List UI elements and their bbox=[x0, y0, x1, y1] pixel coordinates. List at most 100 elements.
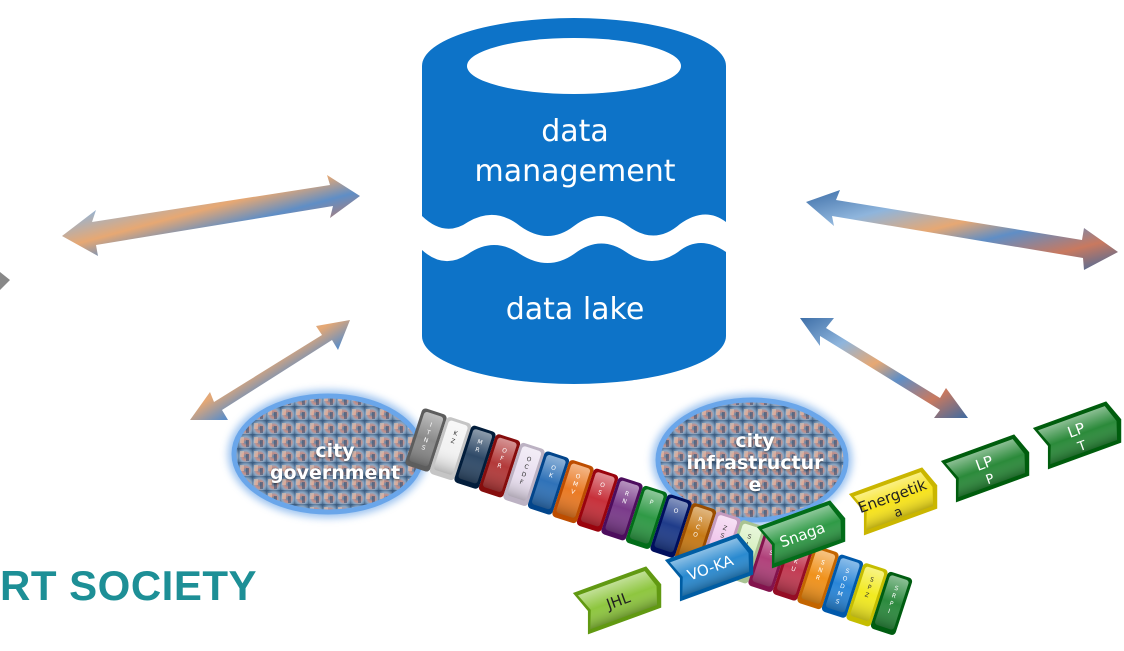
arrow-right-bottom bbox=[800, 318, 968, 418]
keycap-shine bbox=[762, 505, 842, 564]
keycap-letter: Z bbox=[864, 591, 870, 599]
keycap-letter: O bbox=[501, 447, 508, 455]
keycap-letter: U bbox=[790, 565, 796, 573]
keycap-shine bbox=[578, 571, 658, 630]
keycap-letter: V bbox=[570, 488, 577, 496]
city-infrastructure-line2: infrastructur bbox=[686, 452, 824, 474]
keycap-letter: K bbox=[452, 430, 459, 438]
keycap-shine bbox=[556, 463, 591, 518]
keycap-shine bbox=[507, 446, 542, 501]
keycap-shine bbox=[581, 472, 615, 527]
keycap-letter: S bbox=[719, 532, 725, 540]
keycap-letter: K bbox=[793, 558, 800, 566]
keycap-letter: M bbox=[572, 480, 579, 488]
keycap-letter: R bbox=[624, 490, 630, 498]
keycap-letter: N bbox=[423, 436, 429, 444]
keycap-letter: T bbox=[425, 429, 432, 437]
keycap-letter: M bbox=[476, 438, 483, 446]
keycap-shine bbox=[850, 566, 885, 621]
keycap-shine bbox=[826, 558, 860, 613]
keycap-letter: P bbox=[867, 584, 873, 592]
keycap-letter: K bbox=[548, 472, 555, 480]
keycap-letter: R bbox=[697, 516, 703, 524]
keycap-shine bbox=[801, 549, 836, 604]
keycap-9: P bbox=[625, 485, 668, 549]
keycap-shine bbox=[630, 489, 664, 544]
keycap-letter: O bbox=[692, 531, 699, 539]
keycap-letter: Z bbox=[722, 524, 728, 532]
keycap-shine bbox=[875, 575, 909, 630]
keycap-letter: S bbox=[820, 559, 826, 567]
keycap-11: RCO bbox=[674, 503, 717, 567]
city-infrastructure-line1: city bbox=[735, 430, 775, 452]
keycap-3: OFR bbox=[478, 434, 521, 498]
city-government-line1: city bbox=[315, 440, 355, 462]
keycap-shine bbox=[532, 455, 566, 510]
keycap-16: SNR bbox=[797, 546, 839, 610]
keycap-letter: O bbox=[672, 507, 679, 515]
cylinder-top-opening bbox=[467, 38, 681, 94]
keycap-letter: C bbox=[695, 523, 701, 531]
data-management-label: data management bbox=[425, 112, 725, 192]
keycap-shine bbox=[458, 429, 493, 484]
keycap-letter: O bbox=[841, 575, 848, 583]
city-government-ellipse bbox=[228, 390, 428, 518]
keycap-letter: Z bbox=[450, 438, 456, 446]
keycap-letter: N bbox=[621, 498, 627, 506]
keycap-letter: S bbox=[768, 549, 774, 557]
keycap-letter: D bbox=[839, 583, 846, 591]
keycap-letter: R bbox=[496, 462, 502, 470]
water-wave bbox=[422, 214, 726, 263]
keycap-shine bbox=[654, 498, 689, 553]
data-lake-label: data lake bbox=[505, 292, 645, 327]
keycap-5: OK bbox=[527, 451, 570, 515]
arrow-right-top bbox=[806, 190, 1118, 270]
keycap-letter: S bbox=[835, 598, 841, 606]
keycap-letter: M bbox=[836, 590, 843, 598]
keycap-letter: D bbox=[521, 471, 528, 479]
keycap-letter: R bbox=[815, 574, 821, 582]
keycap-letter: O bbox=[574, 473, 581, 481]
keycap-label: LP bbox=[973, 452, 996, 475]
keycap-4: LPP bbox=[940, 434, 1030, 503]
keycap-letter: O bbox=[550, 464, 557, 472]
keycap-letter: O bbox=[525, 456, 532, 464]
keycap-shine bbox=[946, 439, 1026, 498]
keycap-shine bbox=[1038, 406, 1118, 465]
keycap-1: KZ bbox=[429, 417, 472, 481]
keycap-7: OS bbox=[576, 468, 619, 532]
keycap-1: VO-KA bbox=[664, 533, 754, 602]
keycap-letter: S bbox=[746, 533, 752, 541]
keycap-letter: S bbox=[893, 585, 899, 593]
keycap-shine bbox=[670, 538, 750, 597]
keycap-shine bbox=[679, 506, 713, 561]
keycap-letter: F bbox=[499, 455, 505, 463]
keycap-0: JHL bbox=[572, 566, 662, 635]
data-lake-cylinder bbox=[422, 18, 726, 384]
keycap-shine bbox=[409, 412, 444, 467]
keycap-shine bbox=[605, 480, 640, 535]
keycap-shine bbox=[434, 420, 468, 475]
partial-arrow-tip bbox=[0, 272, 10, 290]
keycap-letter: P bbox=[889, 600, 895, 608]
data-management-line2: management bbox=[474, 154, 676, 189]
keycap-letter: F bbox=[519, 479, 525, 487]
keycap-letter: S bbox=[420, 444, 426, 452]
keycap-letter: S bbox=[844, 568, 850, 576]
keycap-6: OMV bbox=[552, 460, 594, 524]
keycap-shine bbox=[483, 437, 517, 492]
keycap-shine bbox=[854, 472, 934, 531]
city-government-label: city government bbox=[255, 440, 415, 484]
city-infrastructure-label: city infrastructur e bbox=[680, 430, 830, 496]
keycap-8: RN bbox=[601, 477, 643, 541]
arrow-left-bottom bbox=[190, 320, 350, 420]
keycap-letter: S bbox=[597, 489, 603, 497]
keycap-2: Snaga bbox=[756, 500, 846, 569]
smart-society-logo-text: RT SOCIETY bbox=[0, 562, 258, 609]
